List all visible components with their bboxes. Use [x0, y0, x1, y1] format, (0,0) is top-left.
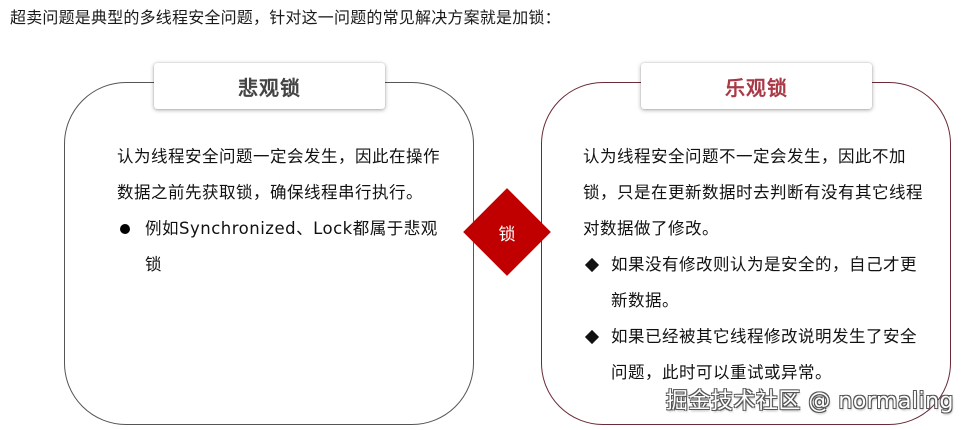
optimistic-lock-description: 认为线程安全问题不一定会发生，因此不加锁，只是在更新数据时去判断有没有其它线程对…: [583, 147, 923, 238]
bullet-diamond-icon: [584, 329, 600, 345]
optimistic-lock-content: 认为线程安全问题不一定会发生，因此不加锁，只是在更新数据时去判断有没有其它线程对…: [583, 139, 923, 391]
optimistic-lock-bullet-text: 如果已经被其它线程修改说明发生了安全问题，此时可以重试或异常。: [611, 327, 917, 382]
pessimistic-lock-title: 悲观锁: [154, 63, 385, 109]
pessimistic-lock-bullet-text: 例如Synchronized、Lock都属于悲观锁: [145, 219, 438, 274]
optimistic-lock-title: 乐观锁: [641, 63, 872, 109]
pessimistic-lock-content: 认为线程安全问题一定会发生，因此在操作数据之前先获取锁，确保线程串行执行。 例如…: [117, 139, 447, 283]
optimistic-lock-bullet: 如果已经被其它线程修改说明发生了安全问题，此时可以重试或异常。: [583, 319, 923, 391]
optimistic-lock-panel: [541, 82, 951, 425]
lock-diamond-label: 锁: [498, 224, 516, 245]
watermark: 掘金技术社区 @ normaling: [665, 389, 954, 414]
pessimistic-lock-description: 认为线程安全问题一定会发生，因此在操作数据之前先获取锁，确保线程串行执行。: [117, 147, 440, 202]
bullet-dot-icon: [120, 224, 130, 234]
bullet-diamond-icon: [584, 257, 600, 273]
intro-text: 超卖问题是典型的多线程安全问题，针对这一问题的常见解决方案就是加锁：: [10, 8, 561, 27]
optimistic-lock-bullet-text: 如果没有修改则认为是安全的，自己才更新数据。: [611, 255, 917, 310]
pessimistic-lock-bullet: 例如Synchronized、Lock都属于悲观锁: [117, 211, 447, 283]
pessimistic-lock-panel: [64, 82, 474, 425]
optimistic-lock-bullet: 如果没有修改则认为是安全的，自己才更新数据。: [583, 247, 923, 319]
